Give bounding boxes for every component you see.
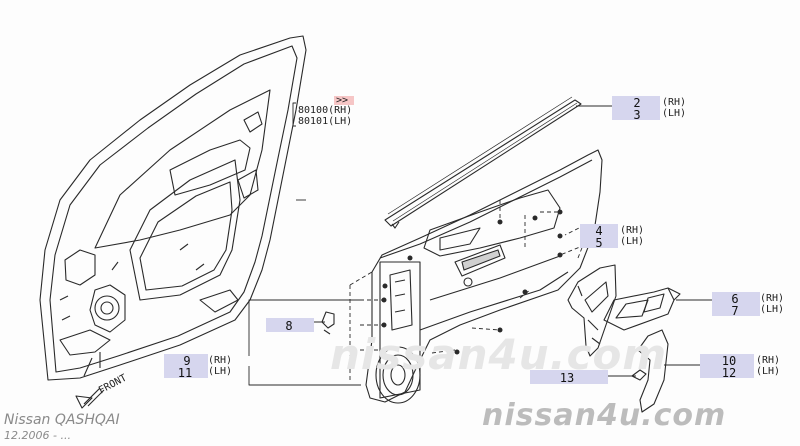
callout-10: 10 (721, 354, 737, 368)
watermark-center: nissan4u.com (330, 330, 668, 379)
weatherstrip (384, 96, 582, 229)
callout-9-side: (RH) (208, 355, 233, 366)
watermark-corner: nissan4u.com (482, 398, 727, 433)
callout-13-box[interactable] (530, 370, 608, 384)
callout-7: 7 (731, 304, 739, 318)
clip-8 (321, 311, 335, 335)
callout-9-11-box[interactable] (164, 354, 208, 378)
callout-8-box[interactable] (266, 318, 314, 332)
part-ref-arrow[interactable]: >> (336, 95, 349, 106)
callout-12-side: (LH) (756, 366, 781, 377)
callout-11-side: (LH) (208, 366, 233, 377)
part-ref-lh: 80101(LH) (298, 116, 353, 127)
callout-9: 9 (183, 354, 191, 368)
inner-handle (567, 264, 617, 357)
screw-13 (631, 369, 647, 381)
callout-5-side: (LH) (620, 236, 645, 247)
front-arrow (75, 387, 105, 409)
callout-5: 5 (595, 236, 603, 250)
model-date: 12.2006 - ... (4, 429, 71, 442)
callout-2-3-box[interactable] (612, 96, 660, 120)
callout-2: 2 (633, 96, 641, 110)
callout-10-side: (RH) (756, 355, 781, 366)
part-ref-rh: 80100(RH) (298, 105, 353, 116)
callout-2-side: (RH) (662, 97, 687, 108)
callout-12: 12 (721, 366, 737, 380)
callout-10-12-box[interactable] (700, 354, 754, 378)
door-shell (39, 35, 307, 381)
model-name: Nissan QASHQAI (4, 412, 120, 428)
callout-7-side: (LH) (760, 304, 785, 315)
door-trim-panel (365, 149, 603, 404)
callout-11: 11 (177, 366, 193, 380)
callout-4: 4 (595, 224, 603, 238)
part-ref-highlight (334, 96, 354, 105)
callout-6: 6 (731, 292, 739, 306)
callout-6-7-box[interactable] (712, 292, 760, 316)
callout-8: 8 (285, 319, 293, 333)
clip-dots (381, 209, 563, 355)
callout-13: 13 (559, 371, 575, 385)
finisher-trim (637, 329, 669, 413)
window-switch (603, 287, 681, 331)
callout-4-5-box[interactable] (580, 224, 618, 248)
callout-6-side: (RH) (760, 293, 785, 304)
callout-3-side: (LH) (662, 108, 687, 119)
callout-4-side: (RH) (620, 225, 645, 236)
callout-3: 3 (633, 108, 641, 122)
